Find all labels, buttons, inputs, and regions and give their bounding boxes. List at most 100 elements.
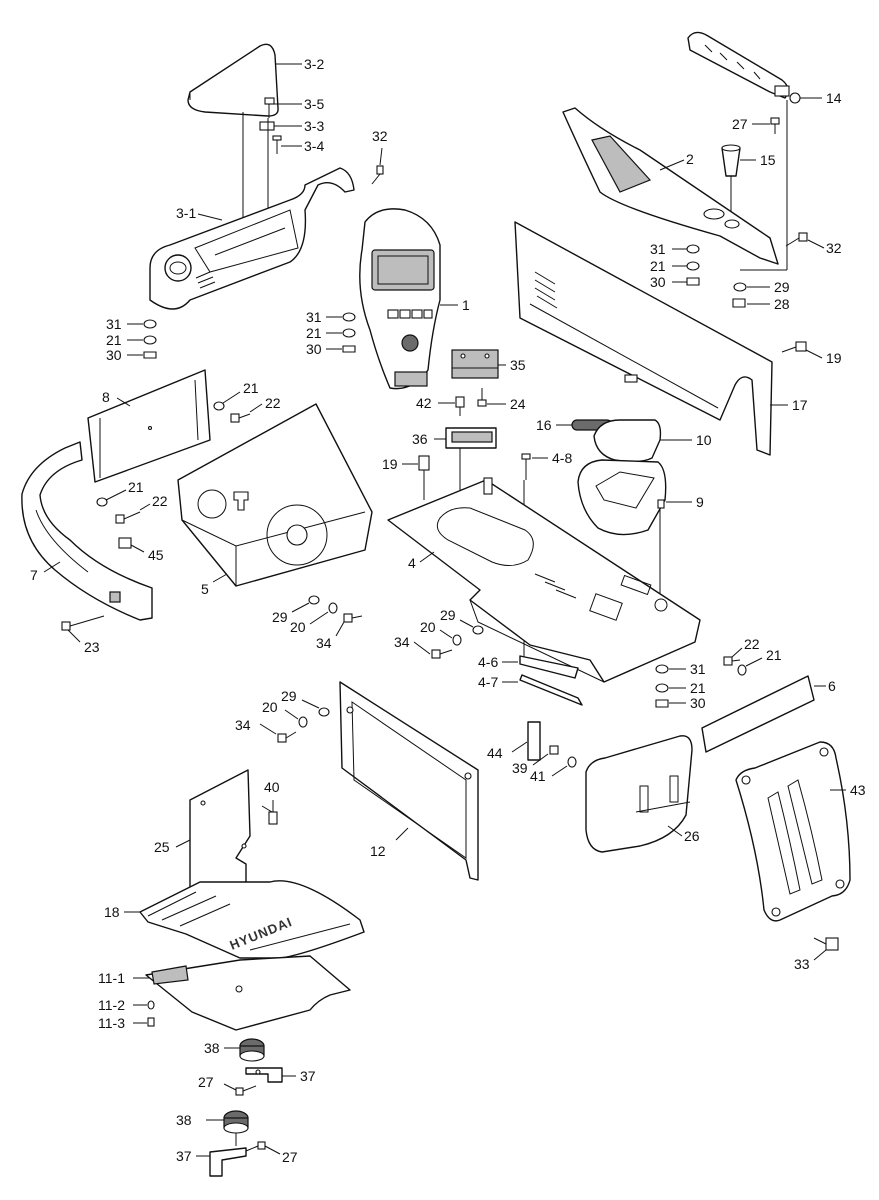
label-20-a: 20: [290, 619, 306, 635]
screw-4-8[interactable]: [521, 453, 531, 480]
bolt-19-center[interactable]: [418, 455, 430, 500]
bolt-27-upper[interactable]: [235, 1085, 257, 1096]
hw-29-frame[interactable]: [318, 707, 330, 717]
frame-gasket-12[interactable]: [339, 681, 479, 881]
bolt-34-floor[interactable]: [431, 649, 453, 659]
plate-4-6[interactable]: [519, 655, 579, 679]
bolt-40[interactable]: [261, 805, 278, 825]
boot-15[interactable]: [721, 144, 741, 177]
lid-10[interactable]: [593, 419, 662, 463]
label-21-d: 21: [243, 380, 259, 396]
screw-11-3[interactable]: [147, 1017, 155, 1027]
hw-29-base[interactable]: [308, 595, 320, 605]
rear-panel-17[interactable]: [514, 221, 773, 456]
washers-right-console[interactable]: [686, 244, 747, 308]
right-console-2[interactable]: [562, 107, 779, 265]
washer-21-top[interactable]: [213, 401, 225, 411]
label-17: 17: [792, 397, 808, 413]
label-19-a: 19: [826, 350, 842, 366]
bolt-3-5[interactable]: [264, 97, 275, 118]
label-34-b: 34: [394, 634, 410, 650]
floor-mat-18[interactable]: HYUNDAI: [139, 880, 365, 959]
label-10: 10: [696, 432, 712, 448]
label-21-e: 21: [128, 479, 144, 495]
washers-left-console[interactable]: [143, 319, 157, 359]
label-9: 9: [696, 494, 704, 510]
bracket-3-3[interactable]: [259, 121, 275, 131]
washers-cluster[interactable]: [342, 312, 356, 353]
bolt-32-right[interactable]: [785, 232, 808, 247]
label-1: 1: [462, 297, 470, 313]
label-29-b: 29: [272, 609, 288, 625]
label-32-left: 32: [372, 128, 388, 144]
fitting-45[interactable]: [118, 537, 132, 549]
floor-plate-4[interactable]: [387, 477, 701, 683]
bracket-36[interactable]: [445, 427, 497, 449]
label-7: 7: [30, 567, 38, 583]
bracket-37-lower[interactable]: [209, 1147, 247, 1177]
washers-floor-right[interactable]: [655, 664, 669, 708]
fastener-42[interactable]: [455, 396, 465, 416]
hw-20-base[interactable]: [328, 602, 338, 614]
label-3-5: 3-5: [304, 96, 324, 112]
fender-7[interactable]: [21, 441, 153, 621]
label-21-b: 21: [306, 325, 322, 341]
floor-plate-11[interactable]: [145, 955, 351, 1031]
label-27-a: 27: [732, 116, 748, 132]
plate-4-7[interactable]: [519, 674, 583, 706]
washer-11-2[interactable]: [147, 1000, 155, 1010]
bolt-23[interactable]: [61, 615, 105, 631]
bolt-39[interactable]: [549, 745, 559, 755]
label-45: 45: [148, 547, 164, 563]
label-39: 39: [512, 760, 528, 776]
washer-21-right[interactable]: [737, 664, 747, 676]
label-21-g: 21: [766, 647, 782, 663]
label-4-6: 4-6: [478, 654, 498, 670]
cover-26[interactable]: [585, 735, 693, 853]
side-panel-8[interactable]: [87, 369, 211, 483]
instrument-cluster-1[interactable]: [359, 208, 441, 390]
washer-21-fender[interactable]: [96, 497, 108, 507]
bolt-19-right[interactable]: [781, 341, 807, 353]
label-30-b: 30: [306, 341, 322, 357]
screw-3-4[interactable]: [272, 135, 282, 154]
label-18: 18: [104, 904, 120, 920]
lever-grip-14[interactable]: [687, 31, 801, 104]
bracket-44[interactable]: [527, 721, 541, 761]
mount-38-upper[interactable]: [239, 1038, 265, 1062]
bolt-27-lever[interactable]: [770, 117, 780, 134]
label-4-8: 4-8: [552, 450, 572, 466]
grate-43[interactable]: [735, 741, 851, 922]
label-44: 44: [487, 745, 503, 761]
hw-20-floor[interactable]: [452, 634, 462, 646]
washer-41[interactable]: [567, 756, 577, 768]
label-24: 24: [510, 396, 526, 412]
bolt-33[interactable]: [813, 937, 839, 951]
bolt-22-top[interactable]: [230, 413, 251, 423]
label-16: 16: [536, 417, 552, 433]
bolt-34-frame[interactable]: [277, 731, 297, 743]
storage-box-9[interactable]: [577, 459, 667, 536]
cover-plate-25[interactable]: [189, 769, 251, 893]
armrest-cushion[interactable]: [187, 43, 279, 117]
bracket-37-upper[interactable]: [245, 1067, 283, 1083]
label-33: 33: [794, 956, 810, 972]
bolt-32-left[interactable]: [371, 165, 384, 185]
seat-base-5[interactable]: [177, 403, 373, 587]
hw-29-floor[interactable]: [472, 625, 484, 635]
switch-panel-35[interactable]: [451, 349, 499, 379]
bolt-22-fender[interactable]: [115, 511, 141, 524]
bolt-22-right[interactable]: [723, 656, 741, 666]
bolt-34-base[interactable]: [343, 613, 363, 623]
bolt-27-lower[interactable]: [245, 1141, 266, 1152]
side-console-3-1[interactable]: [149, 167, 355, 310]
label-3-1: 3-1: [176, 205, 196, 221]
label-11-3: 11-3: [98, 1015, 125, 1031]
screw-24[interactable]: [477, 388, 487, 407]
label-23: 23: [84, 639, 100, 655]
label-21-c: 21: [650, 258, 666, 274]
side-bar-6[interactable]: [701, 675, 815, 753]
hw-20-frame[interactable]: [298, 716, 308, 728]
mount-38-lower[interactable]: [223, 1110, 249, 1146]
